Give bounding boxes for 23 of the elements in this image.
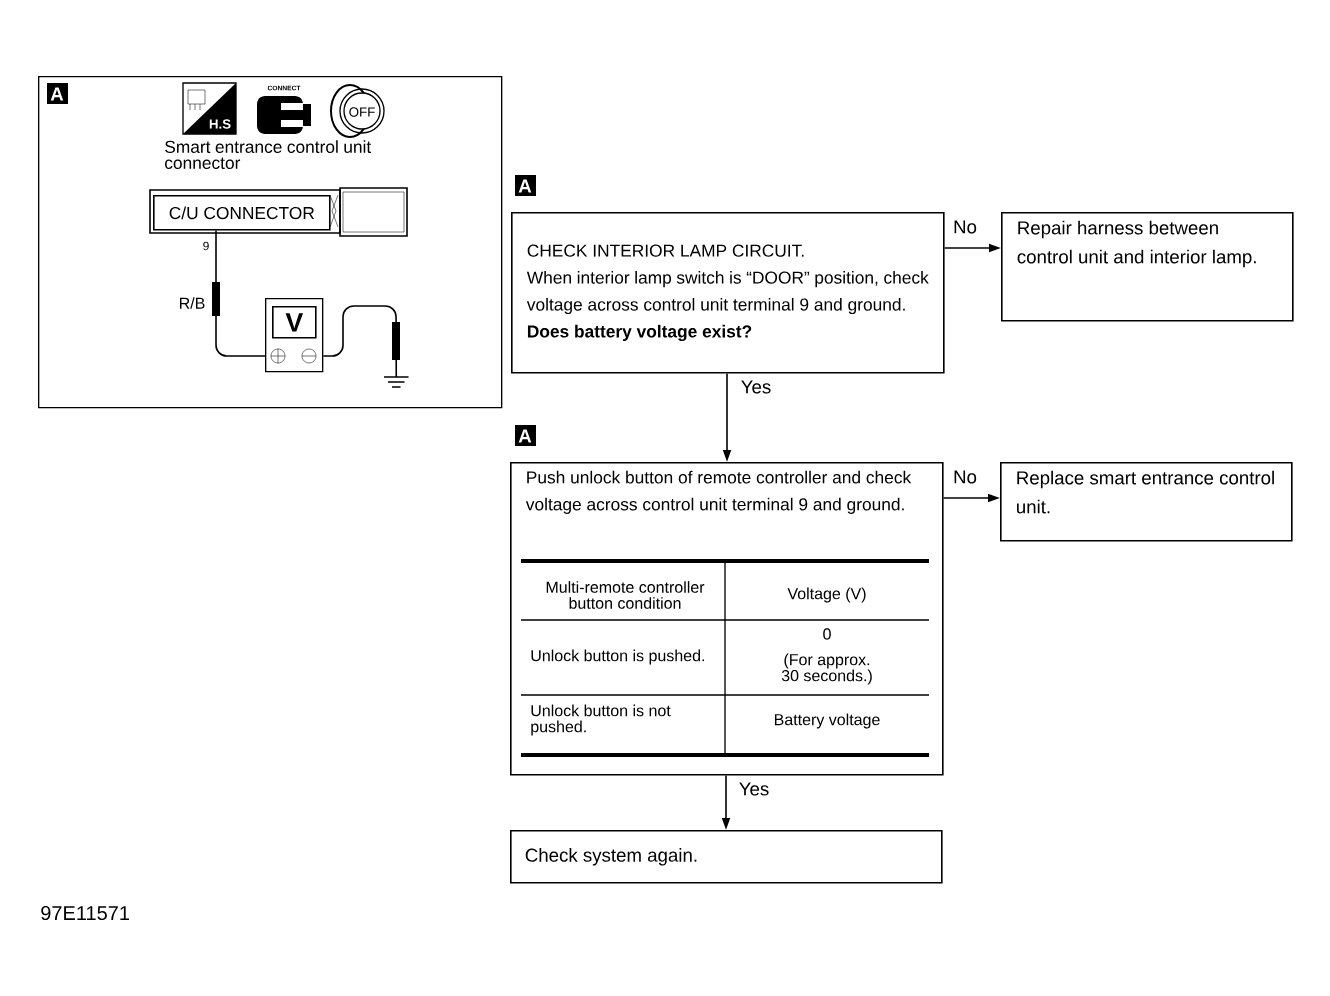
pin-number: 9 [203,241,209,251]
table-cell: Unlock button is not pushed. [531,704,671,736]
table-cell: (For approx. 30 seconds.) [781,653,872,685]
edge-label: R/B [177,295,207,311]
wire [212,229,266,357]
wire [322,305,400,378]
edge-label: No [951,219,979,235]
table-cell: Voltage (V) [787,587,866,603]
action-box: Replace smart entrance control unit. [1000,462,1293,542]
edge-label: Yes [737,781,771,797]
action-box: Check system again. [510,830,943,884]
table-cell: Multi-remote controller button condition [546,581,705,609]
table-cell: Battery voltage [774,713,880,729]
figure-code: 97E11571 [41,905,129,921]
table-cell: 0 [823,628,831,640]
edge-label: No [951,469,979,485]
ground-symbol [383,376,410,388]
voltmeter: V [265,298,324,373]
action-box: Repair harness between control unit and interior lamp. [1001,212,1294,322]
table-cell: Unlock button is pushed. [531,649,704,665]
edge-label: Yes [739,379,773,395]
connector-box: C/U CONNECTOR [149,187,408,237]
process-box: CHECK INTERIOR LAMP CIRCUIT. When interior lamp switch is “DOOR” position, check voltage across control unit terminal 9 and ground. Does battery voltage exist? [511,212,945,374]
